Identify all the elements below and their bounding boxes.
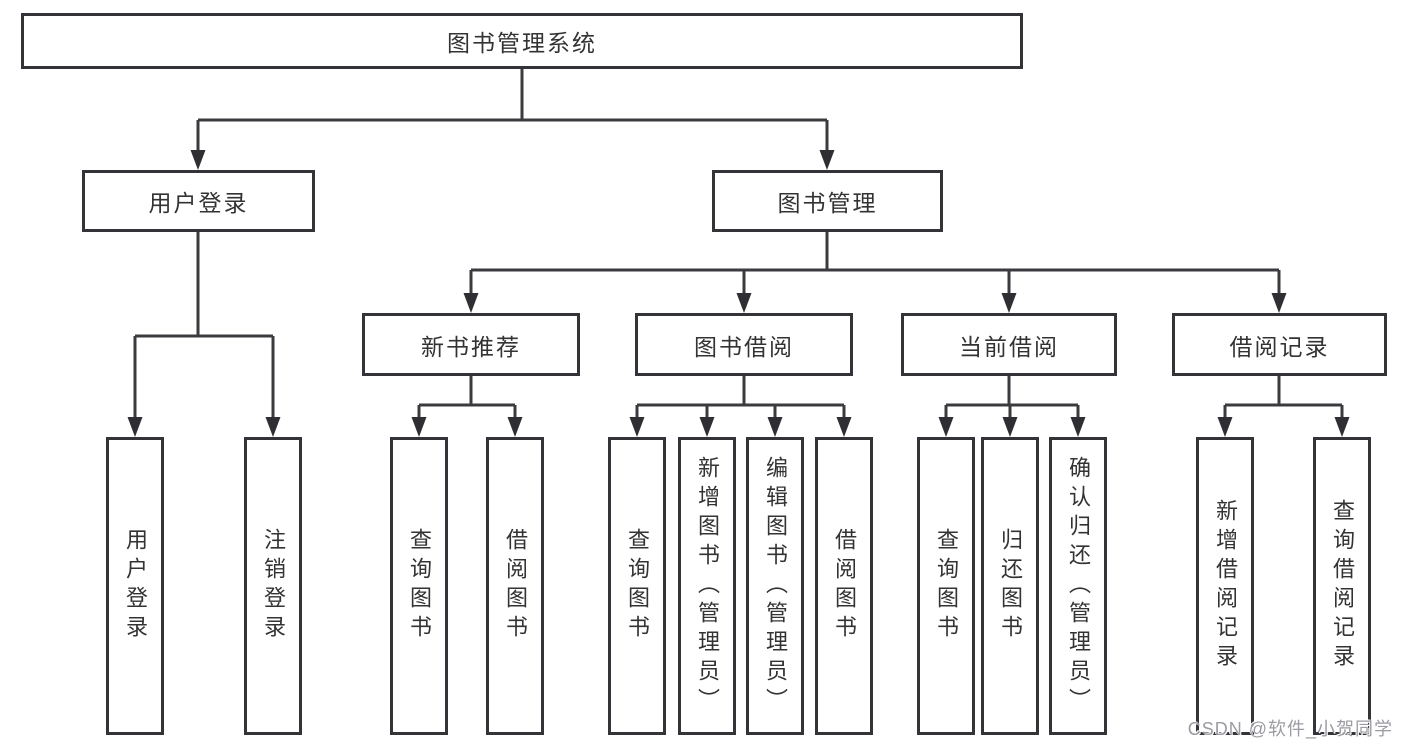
- leaf-logout: 注销登录: [244, 437, 302, 735]
- node-book-borrow: 图书借阅: [635, 313, 853, 376]
- leaf-bb-edit-book-admin: 编辑图书（管理员）: [746, 437, 804, 735]
- leaf-cb-query-book-label: 查询图书: [934, 528, 959, 644]
- node-borrow-records: 借阅记录: [1172, 313, 1387, 376]
- leaf-bb-borrow-book: 借阅图书: [815, 437, 873, 735]
- leaf-user-login-label: 用户登录: [123, 528, 148, 644]
- leaf-bb-borrow-book-label: 借阅图书: [832, 528, 857, 644]
- leaf-bb-query-book: 查询图书: [608, 437, 666, 735]
- leaf-bb-edit-book-admin-label: 编辑图书（管理员）: [763, 455, 788, 717]
- csdn-watermark: CSDN @软件_小贺同学: [1187, 719, 1393, 739]
- leaf-br-add-record-label: 新增借阅记录: [1213, 499, 1238, 673]
- arrowheads: [127, 150, 1350, 437]
- leaf-bb-query-book-label: 查询图书: [625, 528, 650, 644]
- node-current-borrow: 当前借阅: [901, 313, 1117, 376]
- leaf-cb-return-book: 归还图书: [981, 437, 1039, 735]
- leaf-bb-add-book-admin-label: 新增图书（管理员）: [695, 455, 720, 717]
- node-root-system: 图书管理系统: [21, 13, 1023, 69]
- node-user-login: 用户登录: [82, 170, 315, 232]
- leaf-nb-borrow-book: 借阅图书: [486, 437, 544, 735]
- leaf-br-query-record-label: 查询借阅记录: [1330, 499, 1355, 673]
- node-new-book-recommend: 新书推荐: [362, 313, 580, 376]
- leaf-logout-label: 注销登录: [261, 528, 286, 644]
- leaf-bb-add-book-admin: 新增图书（管理员）: [678, 437, 736, 735]
- leaf-nb-query-book-label: 查询图书: [407, 528, 432, 644]
- leaf-br-add-record: 新增借阅记录: [1196, 437, 1254, 735]
- leaf-cb-query-book: 查询图书: [917, 437, 975, 735]
- leaf-cb-return-book-label: 归还图书: [998, 528, 1023, 644]
- leaf-br-query-record: 查询借阅记录: [1313, 437, 1371, 735]
- leaf-cb-confirm-return-admin: 确认归还（管理员）: [1049, 437, 1107, 735]
- leaf-nb-query-book: 查询图书: [390, 437, 448, 735]
- leaf-cb-confirm-return-admin-label: 确认归还（管理员）: [1066, 455, 1091, 717]
- leaf-nb-borrow-book-label: 借阅图书: [503, 528, 528, 644]
- node-book-management: 图书管理: [712, 170, 943, 232]
- leaf-user-login: 用户登录: [106, 437, 164, 735]
